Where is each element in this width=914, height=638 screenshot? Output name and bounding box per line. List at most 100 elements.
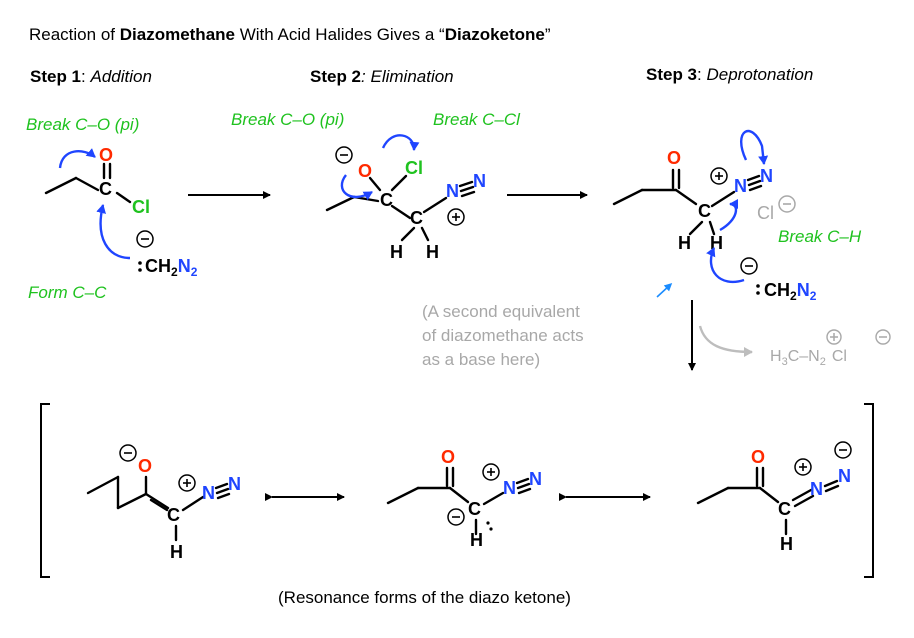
- atom-hydrogen: H: [678, 233, 691, 253]
- annotation-break-co-2: Break C–O (pi): [231, 110, 344, 129]
- pointer-arrow-icon: [656, 282, 673, 298]
- step-1-label: Step 1: Addition: [30, 67, 152, 86]
- note-line-1: (A second equivalent: [422, 302, 580, 321]
- bond: [793, 494, 815, 508]
- methylene-group: CH2N2: [764, 280, 817, 303]
- bond: [696, 486, 730, 505]
- atom-hydrogen: H: [470, 530, 483, 550]
- atom-hydrogen: H: [170, 542, 183, 562]
- bond: [758, 486, 780, 504]
- curved-arrow-icon: [706, 247, 745, 283]
- atom-oxygen: O: [358, 161, 372, 181]
- negative-charge-icon: [136, 230, 154, 248]
- left-bracket: [40, 403, 50, 578]
- bond: [390, 174, 408, 192]
- bond: [422, 196, 448, 214]
- atom-nitrogen: N: [473, 171, 486, 191]
- atom-carbon: C: [410, 208, 423, 228]
- curved-arrow-icon: [58, 148, 96, 169]
- bond: [386, 486, 420, 505]
- atom-oxygen: O: [99, 145, 113, 165]
- positive-charge-icon: [794, 458, 812, 476]
- bond: [116, 492, 148, 510]
- atom-oxygen: O: [751, 447, 765, 467]
- note-line-3: as a base here): [422, 350, 540, 369]
- negative-charge-icon: [834, 441, 852, 459]
- step-3-label: Step 3: Deprotonation: [646, 65, 813, 84]
- curved-arrow-icon: [719, 199, 739, 232]
- atom-chlorine: Cl: [132, 197, 150, 217]
- atom-nitrogen: N: [202, 483, 215, 503]
- bond: [420, 226, 430, 242]
- bond: [368, 176, 382, 192]
- atom-hydrogen: H: [390, 242, 403, 262]
- resonance-caption: (Resonance forms of the diazo ketone): [278, 588, 571, 607]
- bond: [181, 495, 205, 512]
- atom-nitrogen: N: [228, 474, 241, 494]
- negative-charge-icon: [740, 257, 758, 275]
- bond: [448, 486, 470, 504]
- atom-nitrogen: N: [734, 176, 747, 196]
- negative-charge-icon: [119, 444, 137, 462]
- bond: [44, 176, 78, 195]
- bond: [791, 488, 813, 502]
- chloride-ion: Cl: [757, 203, 774, 223]
- atom-carbon: C: [99, 179, 112, 199]
- atom-oxygen: O: [138, 456, 152, 476]
- curved-arrow-icon: [381, 134, 420, 151]
- bond: [149, 498, 169, 512]
- atom-oxygen: O: [441, 447, 455, 467]
- atom-hydrogen: H: [426, 242, 439, 262]
- atom-carbon: C: [468, 499, 481, 519]
- bond: [674, 188, 698, 206]
- curved-arrow-icon: [340, 174, 373, 201]
- bond: [115, 191, 132, 204]
- side-product-arrow-icon: [698, 325, 753, 357]
- bond: [144, 492, 170, 510]
- annotation-break-ccl: Break C–Cl: [433, 110, 521, 129]
- resonance-form-2: O C H N N: [386, 447, 542, 550]
- resonance-form-1: O C H N N: [86, 444, 241, 562]
- methylene-group: CH2N2: [145, 256, 198, 279]
- curved-arrow-icon: [96, 204, 131, 260]
- curved-arrow-icon: [740, 129, 769, 165]
- atom-chlorine: Cl: [405, 158, 423, 178]
- atom-oxygen: O: [667, 148, 681, 168]
- atom-nitrogen: N: [838, 466, 851, 486]
- positive-charge-icon: [447, 208, 465, 226]
- bond: [482, 491, 505, 506]
- annotation-break-co-1: Break C–O (pi): [26, 115, 139, 134]
- negative-charge-icon: [335, 146, 353, 164]
- resonance-form-3: O C H N N: [696, 441, 852, 554]
- bond: [390, 204, 412, 220]
- bond: [612, 188, 644, 206]
- bond: [74, 176, 100, 192]
- positive-charge-icon: [482, 463, 500, 481]
- atom-nitrogen: N: [760, 166, 773, 186]
- bond: [688, 220, 704, 236]
- note-line-2: of diazomethane acts: [422, 326, 584, 345]
- diagram-title: Reaction of Diazomethane With Acid Halid…: [29, 25, 551, 44]
- atom-nitrogen: N: [446, 181, 459, 201]
- positive-charge-icon: [710, 167, 728, 185]
- bond: [400, 226, 416, 242]
- right-bracket: [864, 403, 874, 578]
- atom-hydrogen: H: [780, 534, 793, 554]
- atom-carbon: C: [167, 505, 180, 525]
- bond: [710, 190, 736, 208]
- bond: [325, 195, 356, 212]
- step-1-structure: Break C–O (pi) C O Cl CH2N2 Form C–C: [26, 115, 198, 302]
- step-3-structure: O C H H N N Cl Break C–H CH2N2: [612, 129, 862, 303]
- bond: [708, 220, 716, 236]
- step-2-label: Step 2: Elimination: [310, 67, 454, 86]
- step-2-structure: Break C–O (pi) Break C–Cl O C Cl C H H N…: [231, 110, 521, 262]
- atom-carbon: C: [778, 499, 791, 519]
- annotation-break-ch: Break C–H: [778, 227, 862, 246]
- bond: [86, 475, 120, 495]
- atom-carbon: C: [698, 201, 711, 221]
- negative-charge-icon: [447, 508, 465, 526]
- positive-charge-icon: [178, 474, 196, 492]
